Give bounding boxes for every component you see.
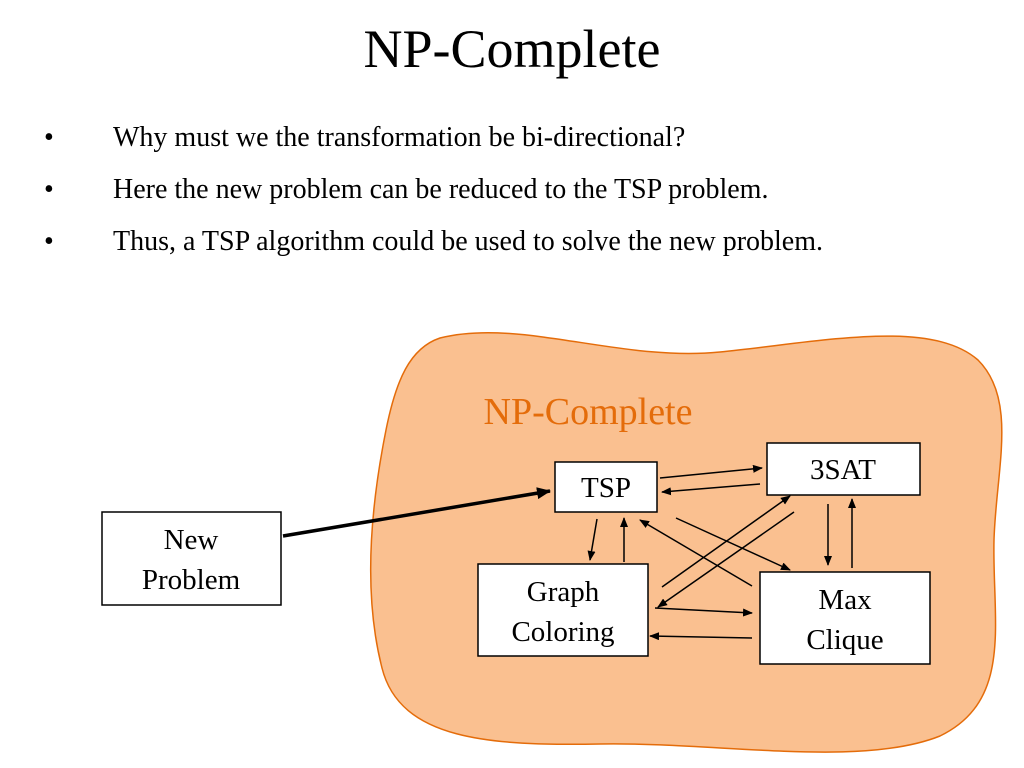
tsp-node: TSP	[554, 461, 658, 513]
arrow-graph-coloring-to-3sat	[661, 495, 791, 588]
arrow-graph-coloring-to-max-clique	[654, 607, 753, 617]
max-clique-node: Max Clique	[759, 571, 931, 665]
arrow-new-problem-to-tsp	[282, 487, 551, 538]
3sat-node: 3SAT	[766, 442, 921, 496]
new-problem-label-line2: Problem	[142, 564, 241, 596]
arrow-tsp-to-3sat	[659, 464, 763, 479]
bullet-marker: •	[44, 174, 54, 205]
bullet-item: • Here the new problem can be reduced to…	[0, 164, 1024, 216]
3sat-label: 3SAT	[810, 454, 876, 486]
tsp-label: TSP	[581, 472, 631, 504]
arrow-tsp-to-graph-coloring	[587, 518, 598, 561]
bullet-marker: •	[44, 122, 54, 153]
arrow-max-clique-to-tsp	[639, 519, 753, 587]
region-label: NP-Complete	[484, 391, 693, 433]
max-clique-label-line1: Max	[818, 584, 872, 616]
graph-coloring-label-line2: Coloring	[511, 616, 614, 648]
bullet-item: • Why must we the transformation be bi-d…	[0, 112, 1024, 164]
graph-coloring-node: Graph Coloring	[477, 563, 649, 657]
slide-title: NP-Complete	[363, 19, 661, 79]
new-problem-node: New Problem	[101, 511, 282, 606]
arrow-3sat-to-graph-coloring	[657, 511, 795, 608]
bullet-marker: •	[44, 226, 54, 257]
bullet-list: • Why must we the transformation be bi-d…	[0, 112, 1024, 268]
new-problem-label-line1: New	[164, 524, 219, 556]
bullet-text: Why must we the transformation be bi-dir…	[113, 122, 686, 153]
bullet-text: Here the new problem can be reduced to t…	[113, 174, 769, 205]
arrow-max-clique-to-graph-coloring	[649, 632, 753, 641]
bullet-item: • Thus, a TSP algorithm could be used to…	[0, 216, 1024, 268]
arrow-3sat-to-tsp	[661, 483, 761, 496]
graph-coloring-label-line1: Graph	[527, 576, 600, 608]
max-clique-label-line2: Clique	[806, 624, 883, 656]
bullet-text: Thus, a TSP algorithm could be used to s…	[113, 226, 824, 257]
arrow-tsp-to-max-clique	[675, 517, 791, 571]
